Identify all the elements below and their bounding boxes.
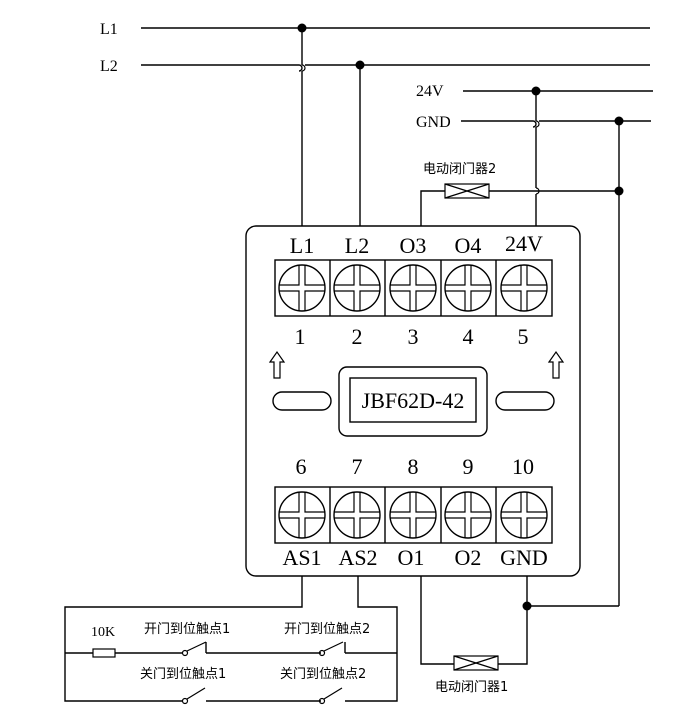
wire-door-closer-1 [420,576,528,665]
terminal-num-8: 8 [408,454,419,479]
terminal-name-1: L1 [290,233,314,258]
terminal-num-3: 3 [408,324,419,349]
module-body [245,225,581,577]
door-closer-1-symbol [453,655,499,671]
terminal-num-4: 4 [463,324,474,349]
bus-label-gnd: GND [416,114,451,131]
terminal-name-6: AS1 [282,545,321,570]
close-contact-1-symbol [181,687,206,705]
top-terminal-screw-1 [278,264,326,312]
top-terminal-screw-3 [389,264,437,312]
bottom-terminal-screw-1 [278,491,326,539]
model-label-window [349,377,477,423]
terminal-num-2: 2 [352,324,363,349]
junction-dot [531,86,541,96]
terminal-num-1: 1 [295,324,306,349]
mounting-slot-left [272,391,332,411]
open-contact-1-label: 开门到位触点1 [144,622,230,637]
door-closer-1-label: 电动闭门器1 [435,680,508,695]
terminal-name-7: AS2 [338,545,377,570]
bus-line-l2 [141,64,650,72]
terminal-name-10: GND [500,545,548,570]
terminal-name-4: O4 [455,233,482,258]
terminal-name-2: L2 [345,233,369,258]
terminal-num-6: 6 [296,454,307,479]
terminal-num-5: 5 [518,324,529,349]
open-contact-2-label: 开门到位触点2 [284,622,370,637]
terminal-name-5: 24V [505,231,543,256]
junction-dot [355,60,365,70]
wire-contact-loop [64,576,398,702]
resistor-symbol [92,648,116,658]
up-arrow-icon [268,350,286,379]
close-contact-2-label: 关门到位触点2 [280,667,366,682]
up-arrow-icon [547,350,565,379]
door-closer-2-label: 电动闭门器2 [423,162,496,177]
terminal-name-3: O3 [400,233,427,258]
model-label-frame [338,366,488,437]
terminal-num-7: 7 [352,454,363,479]
mounting-slot-right [495,391,555,411]
wire-door-closer-2 [420,190,619,226]
crossover-hop [535,120,540,128]
junction-dot [522,601,532,611]
bottom-terminal-screw-5 [500,491,548,539]
open-contact-2-symbol [318,641,344,657]
junction-dot [614,116,624,126]
door-closer-2-symbol [444,183,490,199]
bus-label-24v: 24V [416,83,444,100]
top-terminal-screw-4 [444,264,492,312]
open-contact-1-symbol [181,641,207,657]
terminal-name-8: O1 [398,545,425,570]
bottom-terminal-screw-3 [389,491,437,539]
bottom-terminal-block [274,486,553,544]
terminal-name-9: O2 [455,545,482,570]
top-terminal-block [274,259,553,317]
junction-dot [297,23,307,33]
resistor-label: 10K [91,625,115,640]
close-contact-2-symbol [318,687,343,705]
bus-label-l1: L1 [100,21,118,38]
top-terminal-screw-2 [333,264,381,312]
top-terminal-screw-5 [500,264,548,312]
bus-label-l2: L2 [100,58,118,75]
close-contact-1-label: 关门到位触点1 [140,667,226,682]
crossover-hop [301,64,306,72]
bus-line-gnd [461,120,651,128]
model-number: JBF62D-42 [362,388,465,413]
bottom-terminal-screw-2 [333,491,381,539]
wire-open-contacts [65,642,397,654]
terminal-num-10: 10 [512,454,534,479]
terminal-num-9: 9 [463,454,474,479]
bottom-terminal-screw-4 [444,491,492,539]
